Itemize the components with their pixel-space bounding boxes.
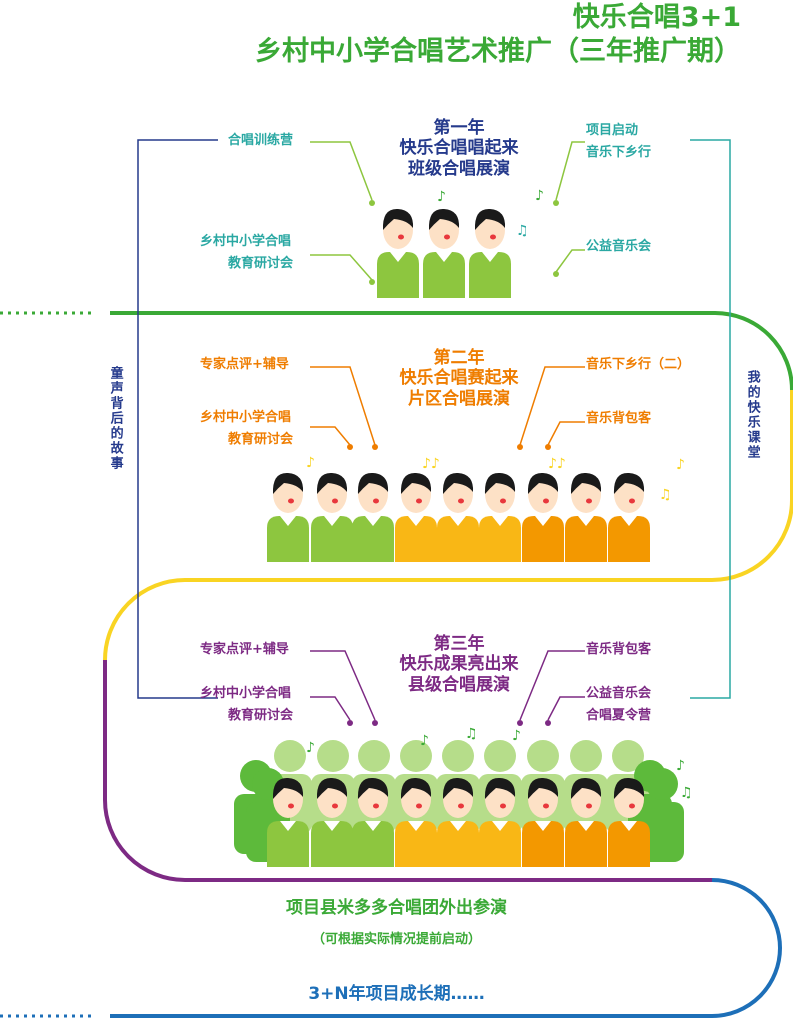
- year3-title: 第三年: [433, 634, 485, 654]
- singer: [479, 472, 521, 562]
- singer: [469, 208, 511, 298]
- right-bracket-line: [690, 139, 731, 699]
- year1-subtitle: 快乐合唱唱起来: [399, 138, 519, 159]
- singer: [608, 472, 650, 562]
- singer: [352, 777, 394, 867]
- page-subtitle: 乡村中小学合唱艺术推广（三年推广期）: [255, 36, 741, 67]
- year1-title: 第一年: [433, 118, 485, 138]
- connector-y3-d: [547, 696, 585, 721]
- singer: [395, 777, 437, 867]
- svg-text:♫: ♫: [465, 726, 478, 742]
- svg-text:♫: ♫: [680, 785, 693, 801]
- singer: [565, 472, 607, 562]
- connector-y1-c: [555, 141, 585, 201]
- year1-right-item-3: 公益音乐会: [586, 239, 652, 254]
- footer-line2: （可根据实际情况提前启动）: [311, 932, 481, 947]
- singer: [437, 472, 479, 562]
- year2-heading: 第二年 快乐合唱赛起来 片区合唱展演: [374, 348, 544, 409]
- singer: [352, 472, 394, 562]
- year1-right-item-2: 音乐下乡行: [586, 145, 652, 160]
- year2-left-item-1: 专家点评+辅导: [200, 357, 289, 372]
- year3-subtitle: 快乐成果亮出来: [399, 654, 519, 675]
- page-title: 快乐合唱3+1: [572, 2, 741, 33]
- back-singer: [640, 768, 684, 862]
- connector-y3-b: [310, 696, 351, 721]
- singer: [522, 777, 564, 867]
- svg-text:♫: ♫: [516, 223, 529, 239]
- svg-text:♪: ♪: [306, 740, 315, 756]
- year3-left-item-3: 教育研讨会: [228, 708, 294, 723]
- singer: [437, 777, 479, 867]
- year3-right-item-1: 音乐背包客: [586, 642, 652, 657]
- footer-line3: 3+N年项目成长期……: [308, 984, 485, 1004]
- singer: [479, 777, 521, 867]
- music-notes: ♪ ♪ ♫ ♪ ♪♪ ♪♪ ♪ ♫ ♪ ♪ ♫ ♪ ♪ ♫: [306, 188, 693, 801]
- svg-text:♪♪: ♪♪: [422, 456, 440, 472]
- choir-year3: [267, 777, 650, 867]
- year3-right-item-3: 合唱夏令营: [586, 708, 652, 723]
- path-yellow: [103, 390, 793, 661]
- singer: [608, 777, 650, 867]
- year3-right-item-2: 公益音乐会: [586, 686, 652, 701]
- year3-left-item-2: 乡村中小学合唱: [200, 686, 292, 701]
- singer: [522, 472, 564, 562]
- year1-left-item-3: 教育研讨会: [228, 256, 294, 271]
- singer: [565, 777, 607, 867]
- svg-text:♪: ♪: [512, 728, 521, 744]
- singer: [377, 208, 419, 298]
- year1-event: 班级合唱展演: [408, 158, 510, 179]
- left-bracket-line: [137, 139, 218, 699]
- path-green-top: [110, 311, 793, 391]
- singer: [311, 777, 353, 867]
- svg-text:♪: ♪: [676, 457, 685, 473]
- year1-left-item-2: 乡村中小学合唱: [200, 234, 292, 249]
- path-purple: [103, 660, 712, 882]
- singer: [267, 777, 309, 867]
- year3-left-item-1: 专家点评+辅导: [200, 642, 289, 657]
- year2-title: 第二年: [433, 348, 485, 368]
- connector-y1-a: [310, 141, 373, 201]
- year2-event: 片区合唱展演: [408, 388, 510, 409]
- connector-y2-a: [310, 366, 376, 446]
- singer: [311, 472, 353, 562]
- svg-text:♪: ♪: [437, 189, 446, 205]
- connector-y3-a: [310, 650, 376, 721]
- svg-text:♪: ♪: [535, 188, 544, 204]
- year3-heading: 第三年 快乐成果亮出来 县级合唱展演: [374, 634, 544, 695]
- year2-right-item-2: 音乐背包客: [586, 411, 652, 426]
- year2-subtitle: 快乐合唱赛起来: [399, 368, 519, 389]
- connector-y2-d: [547, 421, 585, 446]
- svg-text:♪♪: ♪♪: [548, 456, 566, 472]
- year2-left-item-3: 教育研讨会: [228, 432, 294, 447]
- singer: [395, 472, 437, 562]
- svg-text:♫: ♫: [659, 487, 672, 503]
- year1-heading: 第一年 快乐合唱唱起来 班级合唱展演: [374, 118, 544, 179]
- year2-right-item-1: 音乐下乡行（二）: [586, 357, 691, 372]
- year2-left-item-2: 乡村中小学合唱: [200, 410, 292, 425]
- svg-text:♪: ♪: [306, 455, 315, 471]
- connector-y2-b: [310, 426, 351, 446]
- choir-year2: [267, 472, 650, 562]
- left-side-label: 童声背后的故事: [107, 366, 123, 471]
- choir-year1: [377, 208, 511, 298]
- path-blue: [110, 878, 783, 1018]
- svg-text:♪: ♪: [420, 733, 429, 749]
- svg-text:♪: ♪: [676, 758, 685, 774]
- connector-y3-c: [519, 650, 585, 721]
- singer: [423, 208, 465, 298]
- year1-right-item-1: 项目启动: [586, 123, 639, 138]
- connector-y1-d: [555, 249, 585, 273]
- connector-y2-c: [519, 366, 585, 446]
- year3-event: 县级合唱展演: [408, 674, 510, 695]
- connector-y1-b: [310, 254, 373, 281]
- right-side-label: 我的快乐课堂: [744, 370, 760, 460]
- year1-left-item-1: 合唱训练营: [228, 133, 294, 148]
- footer-line1: 项目县米多多合唱团外出参演: [286, 898, 507, 918]
- singer: [267, 472, 309, 562]
